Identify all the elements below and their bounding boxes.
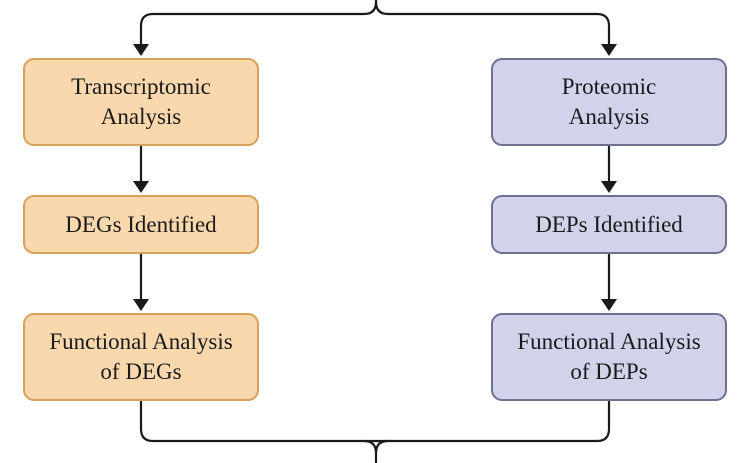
bottom-merge-connector [139,401,611,443]
transcriptomic-analysis-line2: Analysis [100,104,182,129]
arrowhead-deps-to-functional [601,299,617,311]
deps-identified-box: DEPs Identified [491,195,727,254]
functional-analysis-degs-box: Functional Analysis of DEGs [23,313,259,401]
bottom-merge-stem [363,439,378,463]
arrow-to-proteomic [601,44,617,56]
degs-identified-box: DEGs Identified [23,195,259,254]
proteomic-analysis-line1: Proteomic [561,74,657,99]
functional-analysis-deps-line2: of DEPs [570,359,648,384]
functional-analysis-deps-line1: Functional Analysis [517,329,701,354]
top-split-connector-right [374,1,611,50]
functional-analysis-degs-line2: of DEGs [100,359,182,384]
top-split-connector [139,0,378,50]
degs-identified-label: DEGs Identified [65,211,217,237]
deps-identified-label: DEPs Identified [535,211,683,237]
arrowhead-degs-to-functional [133,299,149,311]
transcriptomic-analysis-line1: Transcriptomic [71,74,211,99]
proteomic-analysis-box: Proteomic Analysis [491,58,727,146]
functional-analysis-degs-line1: Functional Analysis [49,329,233,354]
arrowhead-proteomic-to-deps [601,181,617,193]
transcriptomic-analysis-box: Transcriptomic Analysis [23,58,259,146]
bottom-merge-stem-right [374,439,389,454]
proteomic-analysis-line2: Analysis [568,104,650,129]
arrow-to-transcriptomic [133,44,149,56]
functional-analysis-deps-box: Functional Analysis of DEPs [491,313,727,401]
arrowhead-transcriptomic-to-degs [133,181,149,193]
